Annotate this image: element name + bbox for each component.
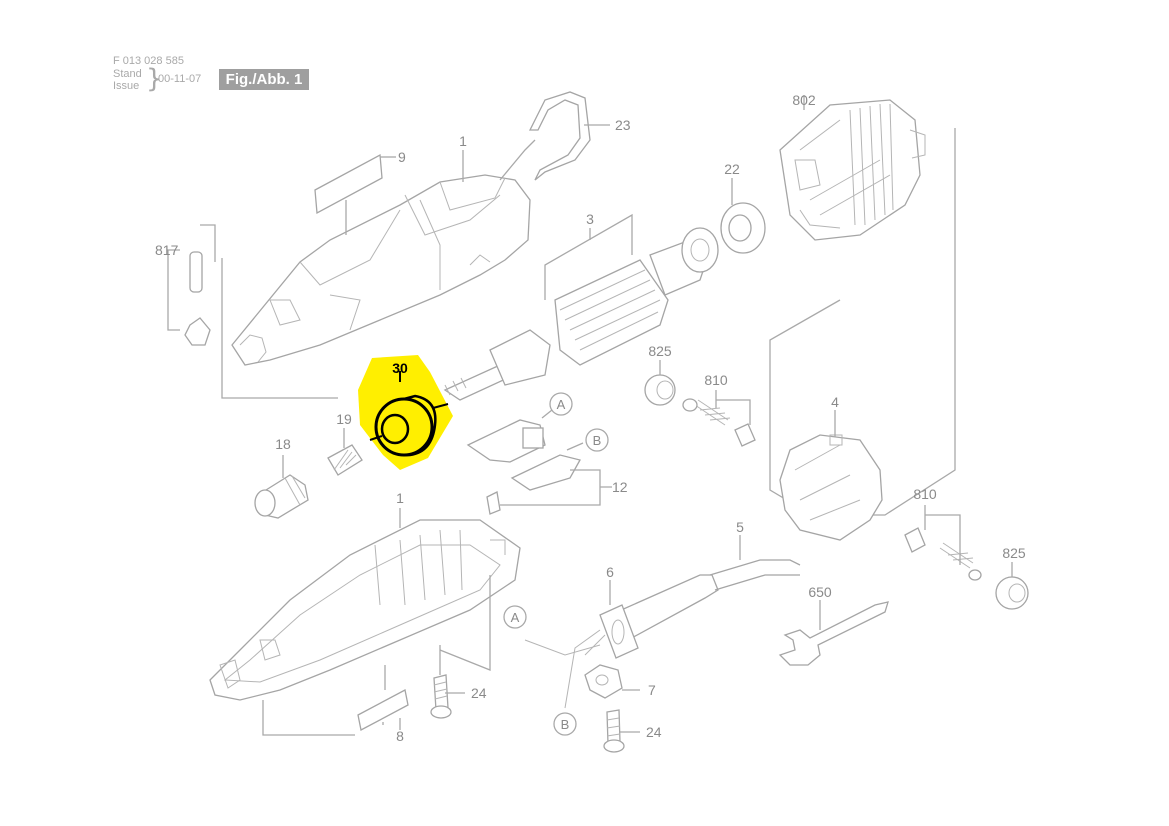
connector-a-bottom: A bbox=[503, 605, 527, 629]
leader-line bbox=[221, 258, 338, 399]
leader-line bbox=[167, 249, 180, 331]
part-label-30: 30 bbox=[392, 360, 408, 376]
brush-cap-part-2[interactable] bbox=[995, 576, 1029, 610]
screw-part-2[interactable] bbox=[603, 709, 625, 753]
housing-bottom-part[interactable] bbox=[209, 519, 521, 701]
part-label-12: 12 bbox=[612, 479, 628, 495]
connector-a-label-2: A bbox=[511, 610, 520, 625]
highlighted-part-30[interactable] bbox=[358, 355, 453, 470]
connector-a-top: A bbox=[549, 392, 573, 416]
part-label-1-bottom: 1 bbox=[396, 490, 404, 506]
leader-line bbox=[541, 409, 553, 419]
field-coil-part[interactable] bbox=[779, 99, 926, 241]
part-label-810-bottom: 810 bbox=[913, 486, 937, 502]
wrench-part[interactable] bbox=[778, 601, 889, 666]
connector-b-label: B bbox=[593, 433, 602, 448]
leader-line bbox=[715, 390, 751, 425]
part-label-23: 23 bbox=[615, 117, 631, 133]
part-label-650: 650 bbox=[808, 584, 832, 600]
part-label-810-top: 810 bbox=[704, 372, 728, 388]
part-label-24-left: 24 bbox=[471, 685, 487, 701]
part-label-4: 4 bbox=[831, 394, 839, 410]
bearing-part[interactable] bbox=[720, 202, 766, 254]
part-label-6: 6 bbox=[606, 564, 614, 580]
part-label-7: 7 bbox=[648, 682, 656, 698]
collet-part[interactable] bbox=[327, 444, 363, 476]
leader-line bbox=[499, 139, 536, 181]
hanger-clip-part[interactable] bbox=[528, 91, 591, 181]
part-label-5: 5 bbox=[736, 519, 744, 535]
leader-line bbox=[200, 224, 216, 262]
part-label-8: 8 bbox=[396, 728, 404, 744]
leader-line bbox=[566, 442, 584, 451]
part-label-19: 19 bbox=[336, 411, 352, 427]
figure-label: Fig./Abb. 1 bbox=[219, 69, 309, 90]
issue-label: Issue bbox=[113, 80, 140, 92]
spindle-lock-part[interactable] bbox=[184, 251, 211, 346]
armature-part[interactable] bbox=[443, 227, 719, 401]
leader-line bbox=[500, 469, 612, 506]
brush-cap-part[interactable] bbox=[644, 374, 676, 406]
stand-label: Stand bbox=[113, 68, 142, 80]
part-label-817: 817 bbox=[155, 242, 179, 258]
part-label-825-bottom: 825 bbox=[1002, 545, 1026, 561]
leader-line bbox=[924, 505, 961, 565]
brace-icon: } bbox=[146, 64, 163, 94]
part-label-22: 22 bbox=[724, 161, 740, 177]
document-number: F 013 028 585 bbox=[113, 55, 184, 67]
carbon-brush-part[interactable] bbox=[682, 398, 756, 447]
leader-line bbox=[262, 575, 491, 736]
screw-part[interactable] bbox=[430, 674, 452, 719]
part-label-24-right: 24 bbox=[646, 724, 662, 740]
carbon-brush-part-2[interactable] bbox=[904, 527, 982, 581]
connector-b-label-2: B bbox=[561, 717, 570, 732]
brush-holder-part[interactable] bbox=[466, 419, 581, 515]
housing-top-part[interactable] bbox=[231, 174, 531, 366]
label-plate-bottom-part[interactable] bbox=[357, 689, 409, 731]
part-label-802: 802 bbox=[792, 92, 816, 108]
part-label-825-top: 825 bbox=[648, 343, 672, 359]
end-cap-part[interactable] bbox=[779, 434, 883, 541]
part-label-1-top: 1 bbox=[459, 133, 467, 149]
leader-line bbox=[382, 718, 401, 730]
part-label-18: 18 bbox=[275, 436, 291, 452]
connector-b-top: B bbox=[585, 428, 609, 452]
connector-b-bottom: B bbox=[553, 712, 577, 736]
cord-clamp-part[interactable] bbox=[584, 664, 623, 699]
leader-line bbox=[544, 213, 633, 300]
connector-a-label: A bbox=[557, 397, 566, 412]
part-label-9: 9 bbox=[398, 149, 406, 165]
power-cord-part[interactable] bbox=[609, 559, 801, 641]
issue-date: 00-11-07 bbox=[158, 73, 202, 85]
collet-nut-part[interactable] bbox=[254, 474, 309, 519]
part-label-3: 3 bbox=[586, 211, 594, 227]
label-plate-part[interactable] bbox=[314, 153, 383, 215]
cord-grommet-part[interactable] bbox=[599, 604, 639, 659]
